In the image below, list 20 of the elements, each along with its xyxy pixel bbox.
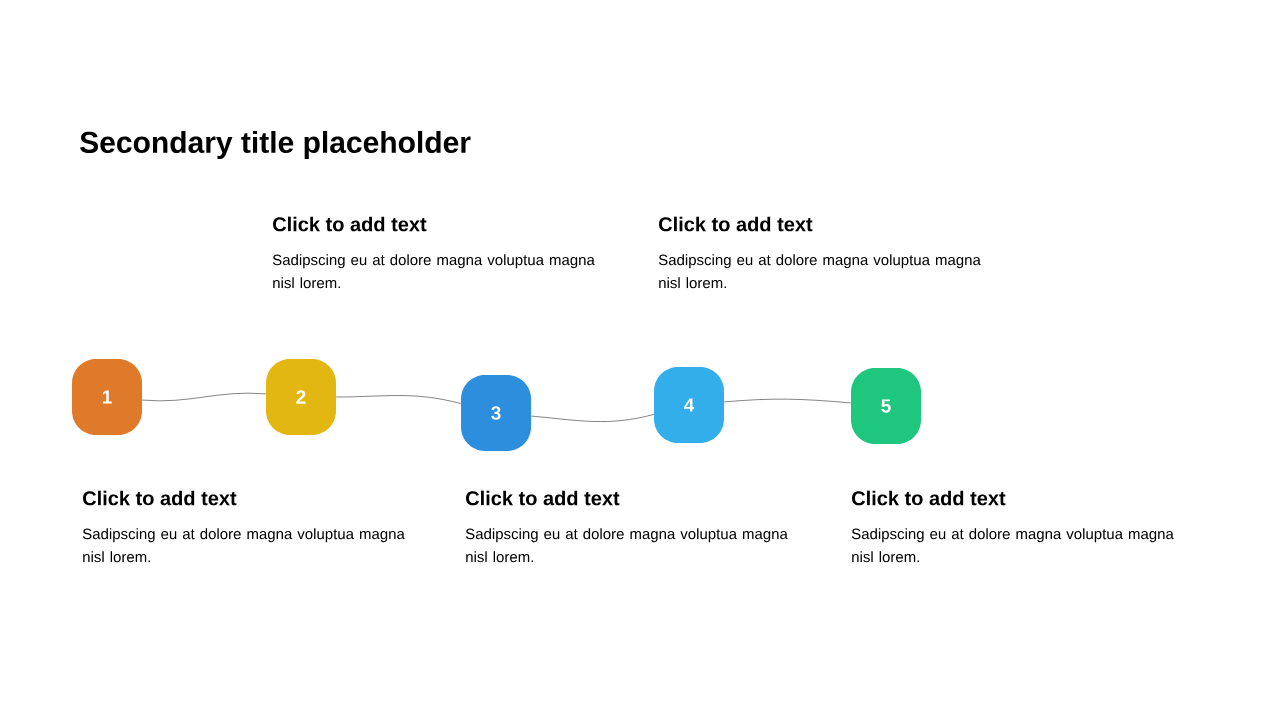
connector-curve xyxy=(141,392,267,402)
step-heading: Click to add text xyxy=(852,490,1006,506)
numbered-blob: 2 xyxy=(266,359,336,435)
step-heading: Click to add text xyxy=(466,490,620,506)
numbered-blob: 3 xyxy=(461,375,531,451)
step-description: Sadipscing eu at dolore magna voluptua magna nisl lorem. xyxy=(658,254,981,289)
step-description: Sadipscing eu at dolore magna voluptua magna nisl lorem. xyxy=(465,528,788,563)
step-description: Sadipscing eu at dolore magna voluptua magna nisl lorem. xyxy=(851,528,1174,563)
numbered-blob: 1 xyxy=(72,359,142,435)
step-heading: Click to add text xyxy=(659,216,813,232)
numbered-blob: 5 xyxy=(851,368,921,444)
numbered-blob: 4 xyxy=(654,367,724,443)
step-heading: Click to add text xyxy=(83,490,237,506)
connector-curve xyxy=(530,414,655,422)
connector-curve xyxy=(335,395,462,404)
connector-curve xyxy=(723,398,852,404)
slide-title: Secondary title placeholder xyxy=(80,131,471,159)
step-heading: Click to add text xyxy=(273,216,427,232)
step-description: Sadipscing eu at dolore magna voluptua magna nisl lorem. xyxy=(82,528,405,563)
step-description: Sadipscing eu at dolore magna voluptua magna nisl lorem. xyxy=(272,254,595,289)
